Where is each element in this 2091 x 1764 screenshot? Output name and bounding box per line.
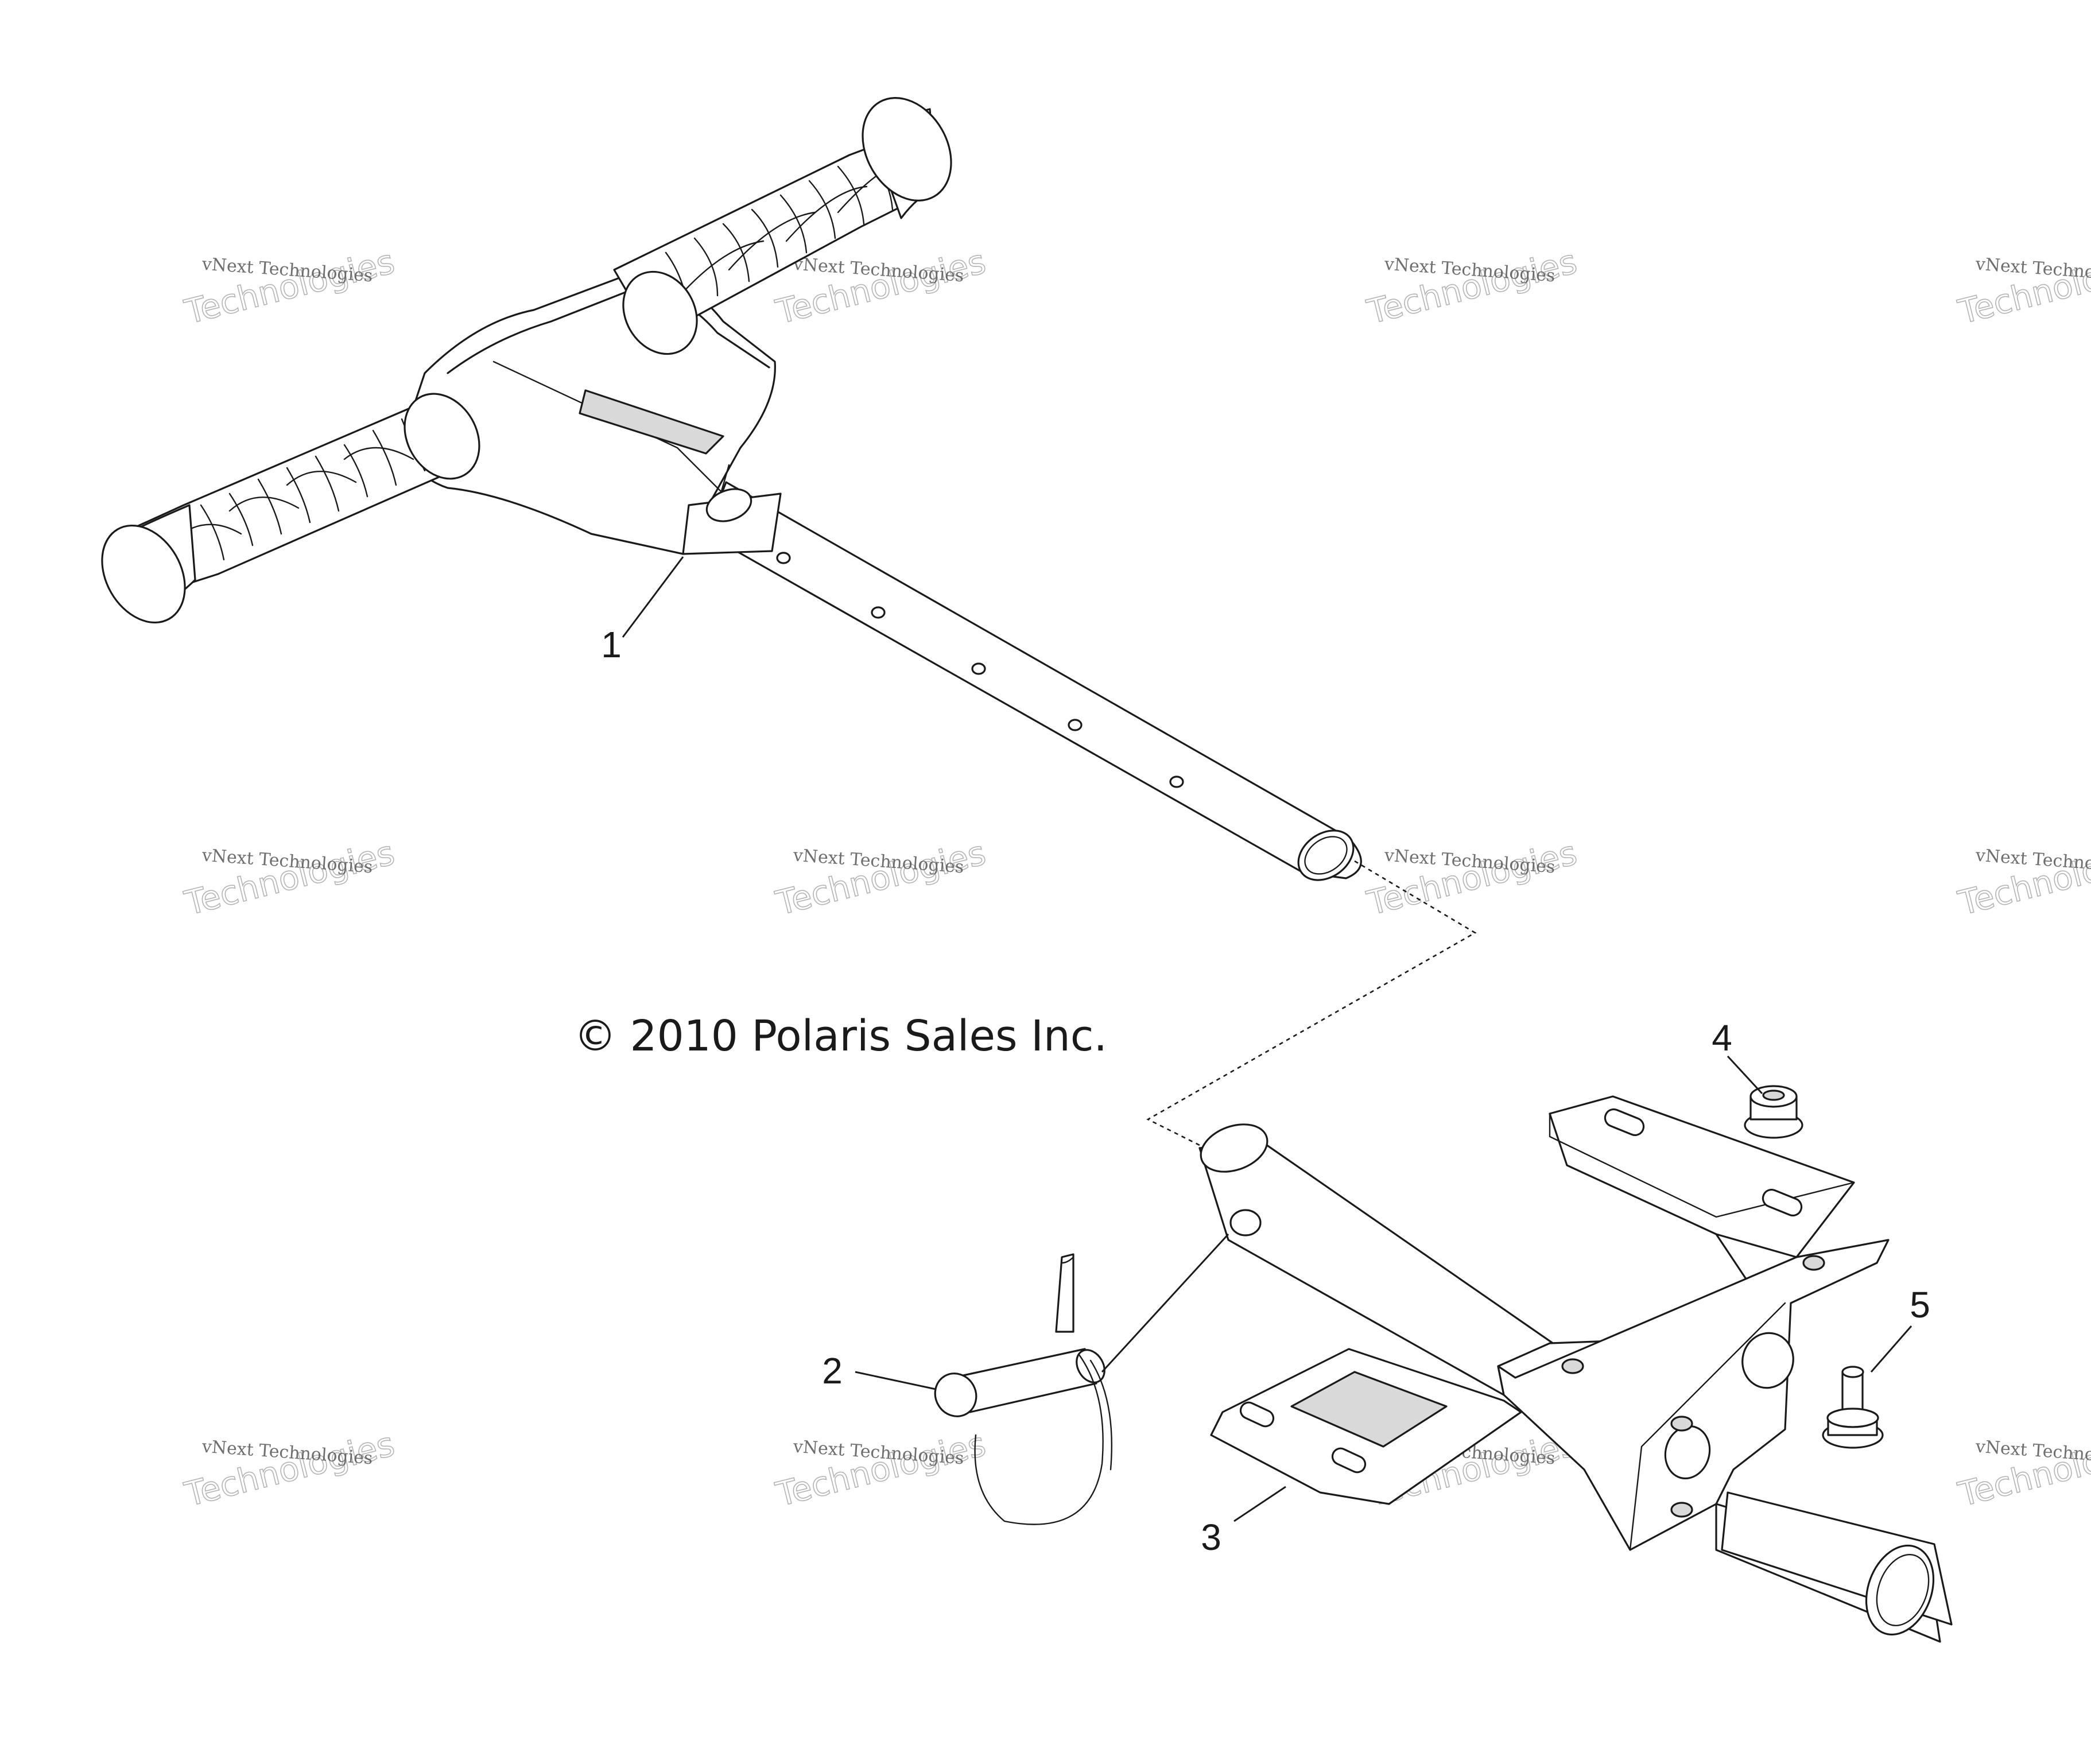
leader-5 (1870, 1325, 1912, 1373)
flange-bolt (1822, 1366, 1884, 1449)
watermark-text-large: Technologies (1954, 1424, 2091, 1514)
leader-1 (622, 556, 684, 638)
callout-1: 1 (601, 624, 622, 665)
watermark-text-large: Technologies (1954, 242, 2091, 331)
leader-3 (1233, 1486, 1286, 1522)
copyright-notice: © 2010 Polaris Sales Inc. (574, 1011, 1107, 1061)
leader-4 (1727, 1055, 1763, 1095)
leader-2 (855, 1371, 936, 1390)
handlebar-assembly (101, 96, 1362, 881)
callout-5: 5 (1910, 1284, 1930, 1325)
hitch-pin (934, 1253, 1112, 1525)
flange-nut (1744, 1085, 1803, 1139)
alignment-line (1146, 860, 1477, 1149)
watermark-text-large: Technologies (1954, 833, 2091, 922)
mounting-bracket (1198, 1095, 1953, 1643)
grip-ribs-left (177, 418, 426, 561)
pin-alignment-line (1101, 1233, 1229, 1373)
callout-2: 2 (822, 1350, 843, 1391)
callout-4: 4 (1712, 1017, 1732, 1059)
callout-3: 3 (1201, 1517, 1221, 1558)
